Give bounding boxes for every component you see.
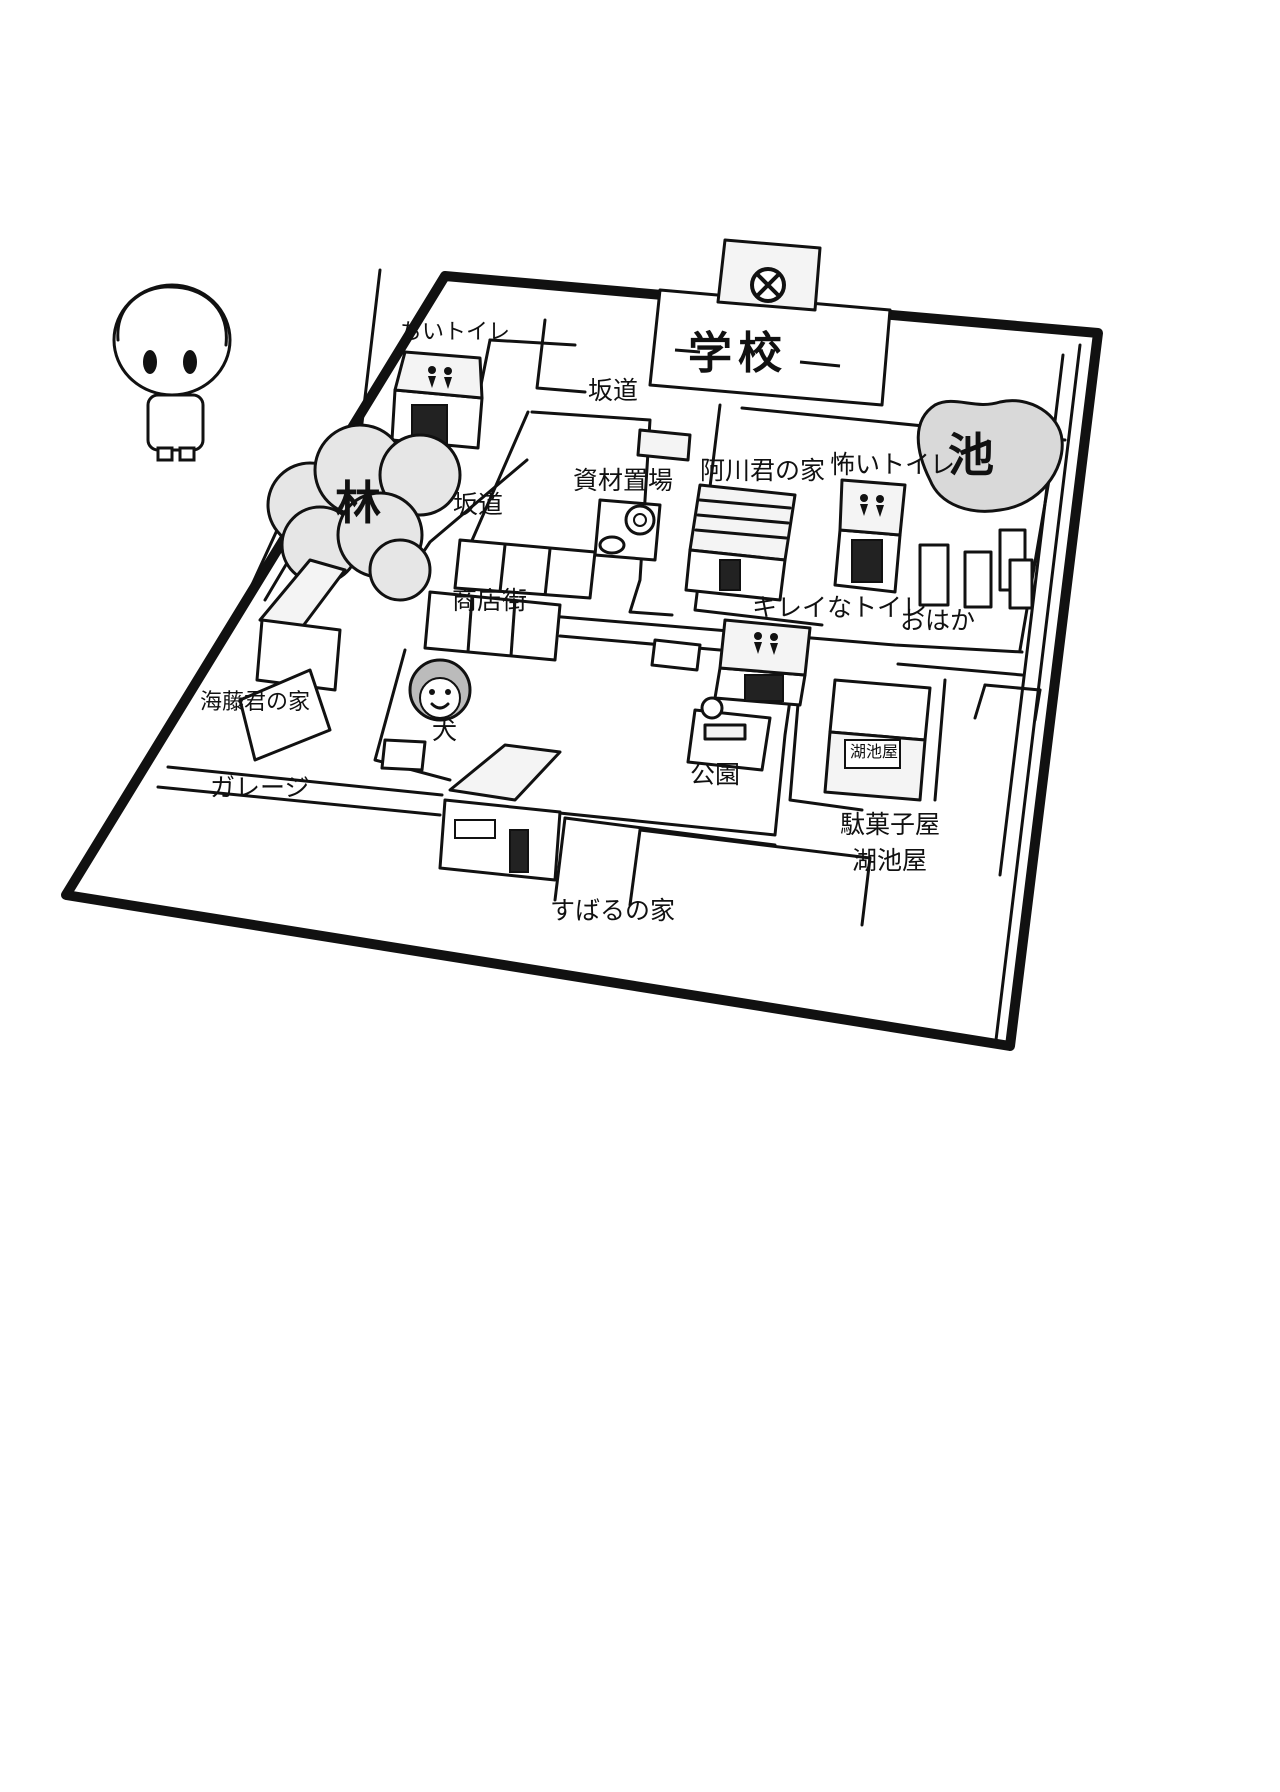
kaito-house xyxy=(238,558,347,762)
material-yard xyxy=(593,428,692,562)
candy-shop xyxy=(823,678,932,802)
agawa-house-label: 阿川君の家 xyxy=(700,456,826,485)
candy-shop-label: 駄菓子屋 xyxy=(840,810,941,839)
tree-cluster-icon xyxy=(266,423,462,602)
chibi-character-icon xyxy=(112,283,232,462)
scary-toilet-label: 怖いトイレ xyxy=(830,450,956,479)
kaito-house-label: 海藤君の家 xyxy=(200,690,311,715)
clean-toilet-label: キレイなトイレ xyxy=(752,593,928,622)
shopping-street-label: 商店街 xyxy=(452,586,528,615)
koike-ya-label: 湖池屋 xyxy=(852,846,928,875)
scary-toilet-building xyxy=(833,478,907,594)
school-label: 学校 xyxy=(688,328,788,379)
shed xyxy=(380,738,427,772)
dog-face-icon xyxy=(408,658,472,722)
agawa-house xyxy=(684,483,797,602)
material-yard-label: 資材置場 xyxy=(573,466,674,495)
toilet-sign-icon xyxy=(860,494,884,517)
graveyard-label: おはか xyxy=(900,606,976,635)
garage-label: ガレージ xyxy=(210,773,310,802)
park xyxy=(686,696,772,772)
shopping-street xyxy=(423,538,597,662)
koike-sign-label: 湖池屋 xyxy=(850,742,899,761)
small-toilet-building xyxy=(390,350,484,450)
slope-west-label: 坂道 xyxy=(453,490,504,519)
shed xyxy=(650,638,702,672)
toilet-sign-icon xyxy=(754,632,778,655)
small-toilet-label: ちいトイレ xyxy=(400,320,511,345)
pond-label: 池 xyxy=(948,428,994,482)
subaru-house xyxy=(438,743,562,882)
graveyard xyxy=(918,528,1034,610)
subaru-house-label: すばるの家 xyxy=(550,896,676,925)
clean-toilet-building xyxy=(713,618,812,707)
woods-label: 林 xyxy=(335,476,381,530)
pond xyxy=(916,399,1064,513)
slope-north-label: 坂道 xyxy=(588,376,639,405)
dog-label: 犬 xyxy=(432,716,458,745)
toilet-sign-icon xyxy=(428,366,452,389)
school-building xyxy=(648,238,892,407)
park-label: 公園 xyxy=(690,760,741,789)
